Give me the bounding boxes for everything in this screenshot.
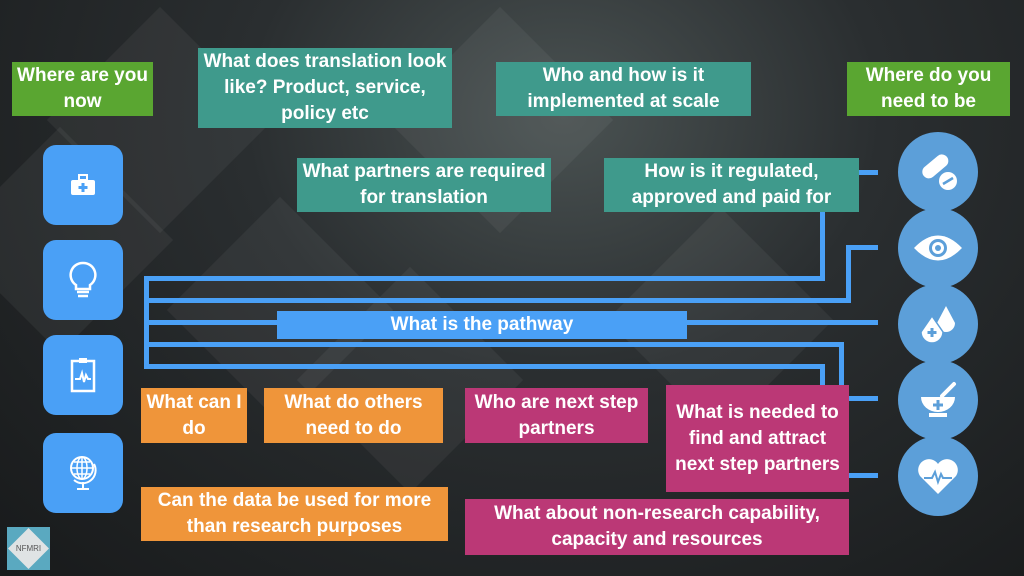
next-step-partners-label: Who are next step partners — [465, 388, 648, 443]
blood-drops-icon — [898, 284, 978, 364]
regulated-approved-label: How is it regulated, approved and paid f… — [604, 158, 859, 212]
where-are-you-now-label: Where are you now — [12, 62, 153, 116]
lightbulb-icon — [43, 240, 123, 320]
translation-look-label: What does translation look like? Product… — [198, 48, 452, 128]
pills-icon — [898, 132, 978, 212]
logo-text: NFMRI — [15, 544, 42, 553]
others-need-label: What do others need to do — [264, 388, 443, 443]
clipboard-chart-icon — [43, 335, 123, 415]
first-aid-kit-icon — [43, 145, 123, 225]
where-do-you-need-to-be-label: Where do you need to be — [847, 62, 1010, 116]
attract-partners-label: What is needed to find and attract next … — [666, 385, 849, 492]
what-can-i-do-label: What can I do — [141, 388, 247, 443]
non-research-label: What about non-research capability, capa… — [465, 499, 849, 555]
mortar-pestle-icon — [898, 360, 978, 440]
globe-icon — [43, 433, 123, 513]
nfmri-logo: NFMRI — [7, 527, 50, 570]
partners-required-label: What partners are required for translati… — [297, 158, 551, 212]
pathway-label: What is the pathway — [277, 311, 687, 339]
data-used-label: Can the data be used for more than resea… — [141, 487, 448, 541]
eye-icon — [898, 208, 978, 288]
implemented-at-scale-label: Who and how is it implemented at scale — [496, 62, 751, 116]
heart-pulse-icon — [898, 436, 978, 516]
